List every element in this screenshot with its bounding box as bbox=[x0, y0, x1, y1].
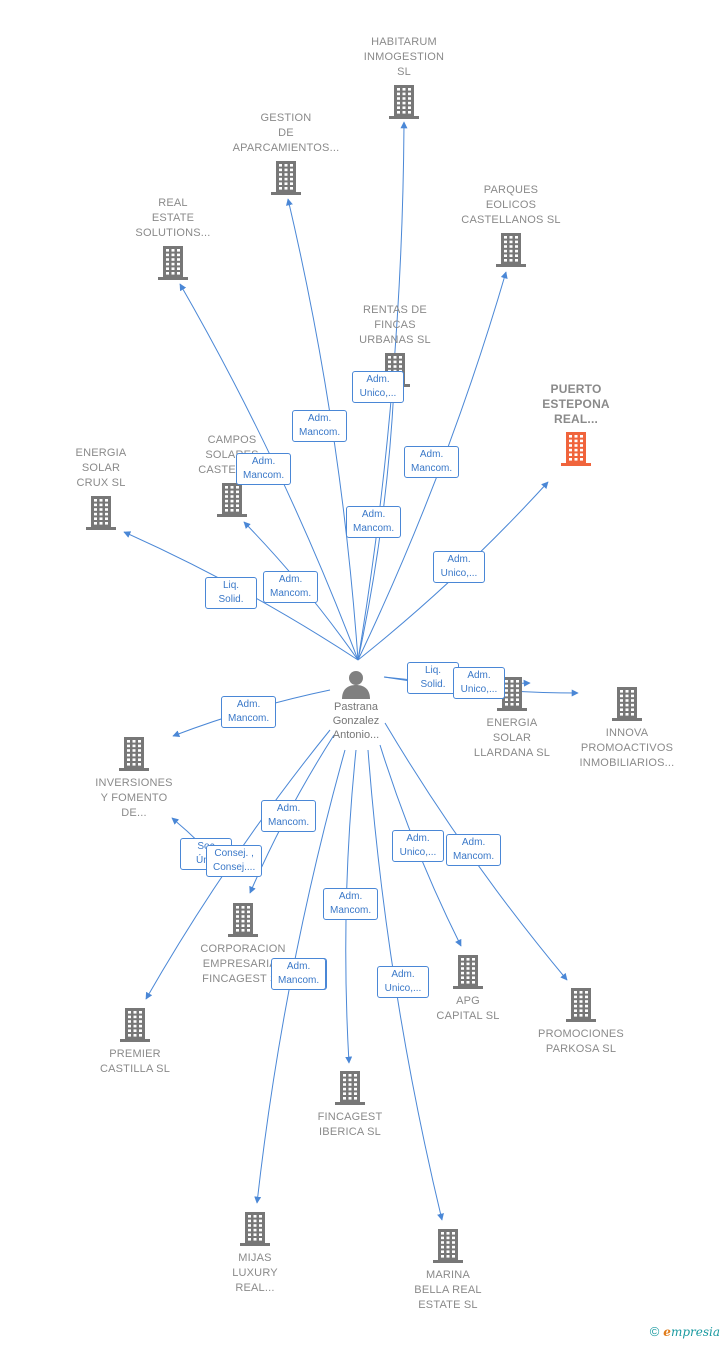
building-icon bbox=[566, 988, 596, 1022]
brand-footer[interactable]: ©empresia bbox=[650, 1324, 720, 1339]
center-person-name: Pastrana Gonzalez Antonio... bbox=[332, 701, 380, 741]
company-name: GESTION DE APARCAMIENTOS... bbox=[232, 112, 340, 154]
company-node-real-estate[interactable]: REAL ESTATE SOLUTIONS... bbox=[108, 196, 238, 281]
company-name: PUERTO ESTEPONA REAL... bbox=[542, 382, 610, 426]
company-name: PARQUES EOLICOS CASTELLANOS SL bbox=[461, 184, 561, 226]
company-name: MIJAS LUXURY REAL... bbox=[232, 1252, 278, 1294]
company-name: MARINA BELLA REAL ESTATE SL bbox=[414, 1269, 482, 1311]
edge-label-inversiones[interactable]: Adm. Mancom. bbox=[221, 696, 277, 728]
brand-logo-e: e bbox=[663, 1325, 671, 1339]
center-person[interactable]: Pastrana Gonzalez Antonio... bbox=[306, 668, 406, 742]
building-icon bbox=[335, 1071, 365, 1105]
company-node-energia-crux[interactable]: ENERGIA SOLAR CRUX SL bbox=[36, 446, 166, 531]
edge-label-innova[interactable]: Adm. Unico,... bbox=[453, 667, 505, 699]
building-icon bbox=[612, 687, 642, 721]
company-name: RENTAS DE FINCAS URBANAS SL bbox=[359, 304, 431, 346]
edge-label-puerto[interactable]: Adm. Unico,... bbox=[433, 551, 485, 583]
company-name: HABITARUM INMOGESTION SL bbox=[363, 36, 445, 78]
company-node-parques[interactable]: PARQUES EOLICOS CASTELLANOS SL bbox=[446, 183, 576, 268]
edge-label-energia-crux[interactable]: Liq. Solid. bbox=[205, 577, 257, 609]
company-name: FINCAGEST IBERICA SL bbox=[317, 1111, 383, 1138]
edge-label-apg[interactable]: Adm. Unico,... bbox=[392, 830, 444, 862]
edge-label-corporacion[interactable]: Adm. Mancom. bbox=[261, 800, 317, 832]
building-icon bbox=[433, 1229, 463, 1263]
company-node-premier[interactable]: PREMIER CASTILLA SL bbox=[70, 1007, 200, 1077]
edge-label-gestion[interactable]: Adm. Mancom. bbox=[292, 410, 348, 442]
edge-label-fincagest-iberica[interactable]: Adm. Mancom. bbox=[323, 888, 379, 920]
building-icon bbox=[496, 233, 526, 267]
building-icon bbox=[120, 1008, 150, 1042]
building-icon bbox=[240, 1212, 270, 1246]
company-name: ENERGIA SOLAR CRUX SL bbox=[75, 447, 127, 489]
brand-logo-rest: mpresia bbox=[670, 1325, 720, 1339]
company-node-apg[interactable]: APG CAPITAL SL bbox=[403, 954, 533, 1024]
company-node-energia-llardana[interactable]: ENERGIA SOLAR LLARDANA SL bbox=[447, 676, 577, 761]
company-node-innova[interactable]: INNOVA PROMOACTIVOS INMOBILIARIOS... bbox=[562, 686, 692, 771]
company-node-marina[interactable]: MARINA BELLA REAL ESTATE SL bbox=[383, 1228, 513, 1313]
building-icon bbox=[86, 496, 116, 530]
building-icon bbox=[119, 737, 149, 771]
company-node-puerto[interactable]: PUERTO ESTEPONA REAL... bbox=[511, 382, 641, 467]
company-name: ENERGIA SOLAR LLARDANA SL bbox=[473, 717, 551, 759]
company-name: PROMOCIONES PARKOSA SL bbox=[538, 1028, 624, 1055]
edge-label-marina[interactable]: Adm. Unico,... bbox=[377, 966, 429, 998]
edge-label-promociones[interactable]: Adm. Mancom. bbox=[446, 834, 502, 866]
building-icon bbox=[271, 161, 301, 195]
company-node-mijas[interactable]: MIJAS LUXURY REAL... bbox=[190, 1211, 320, 1296]
company-node-corporacion[interactable]: CORPORACION EMPRESARIAL FINCAGEST SL bbox=[178, 902, 308, 987]
company-name: INVERSIONES Y FOMENTO DE... bbox=[95, 777, 173, 819]
company-name: PREMIER CASTILLA SL bbox=[99, 1048, 171, 1075]
person-icon bbox=[342, 671, 370, 699]
building-icon bbox=[453, 955, 483, 989]
company-name: APG CAPITAL SL bbox=[436, 995, 500, 1022]
company-node-gestion[interactable]: GESTION DE APARCAMIENTOS... bbox=[221, 111, 351, 196]
company-name: INNOVA PROMOACTIVOS INMOBILIARIOS... bbox=[579, 727, 675, 769]
company-node-fincagest-iberica[interactable]: FINCAGEST IBERICA SL bbox=[285, 1070, 415, 1140]
building-icon bbox=[217, 483, 247, 517]
edge-label-corporacion-2[interactable]: Consej. , Consej.... bbox=[206, 845, 263, 877]
company-node-inversiones[interactable]: INVERSIONES Y FOMENTO DE... bbox=[69, 736, 199, 821]
building-icon bbox=[158, 246, 188, 280]
edge-label-habitarum[interactable]: Adm. Unico,... bbox=[352, 371, 404, 403]
building-icon bbox=[389, 85, 419, 119]
building-icon bbox=[561, 432, 591, 466]
edge-label-mijas[interactable]: Adm. Mancom. bbox=[271, 958, 327, 990]
edge-label-rentas[interactable]: Adm. Mancom. bbox=[346, 506, 402, 538]
copyright-symbol: © bbox=[649, 1324, 660, 1339]
edge-label-parques[interactable]: Adm. Mancom. bbox=[404, 446, 460, 478]
company-name: CORPORACION EMPRESARIAL FINCAGEST SL bbox=[200, 943, 286, 985]
company-node-promociones[interactable]: PROMOCIONES PARKOSA SL bbox=[516, 987, 646, 1057]
edge-label-real-estate[interactable]: Adm. Mancom. bbox=[236, 453, 292, 485]
company-name: REAL ESTATE SOLUTIONS... bbox=[135, 197, 211, 239]
building-icon bbox=[497, 677, 527, 711]
edge-label-energia-llardana[interactable]: Liq. Solid. bbox=[407, 662, 459, 694]
building-icon bbox=[228, 903, 258, 937]
edge-label-campos[interactable]: Adm. Mancom. bbox=[263, 571, 319, 603]
company-node-habitarum[interactable]: HABITARUM INMOGESTION SL bbox=[339, 35, 469, 120]
